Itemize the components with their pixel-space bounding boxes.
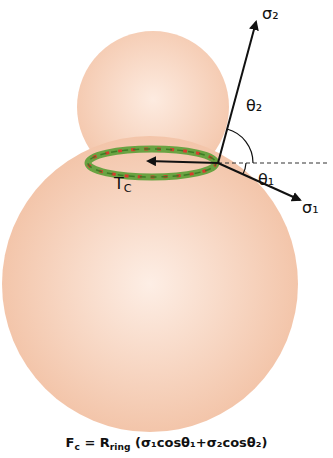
stress-symbol: σ₁ <box>302 200 319 216</box>
tension-symbol: TC <box>114 176 132 192</box>
daughter-cell-large <box>2 136 298 432</box>
tension-arrow-lower <box>218 163 300 200</box>
angle-symbol: θ₂ <box>246 98 262 114</box>
reference-line <box>218 162 330 163</box>
tension-arrow-upper <box>218 22 256 163</box>
angle-symbol: θ₁ <box>258 172 274 188</box>
angle-arc-lower <box>243 163 246 174</box>
stress-symbol: σ₂ <box>262 6 279 22</box>
force-formula: Fc = Rring (σ₁cosθ₁+σ₂cosθ₂) <box>66 436 268 449</box>
ring-tension-arrow <box>148 161 218 163</box>
angle-arc-upper <box>227 129 253 163</box>
